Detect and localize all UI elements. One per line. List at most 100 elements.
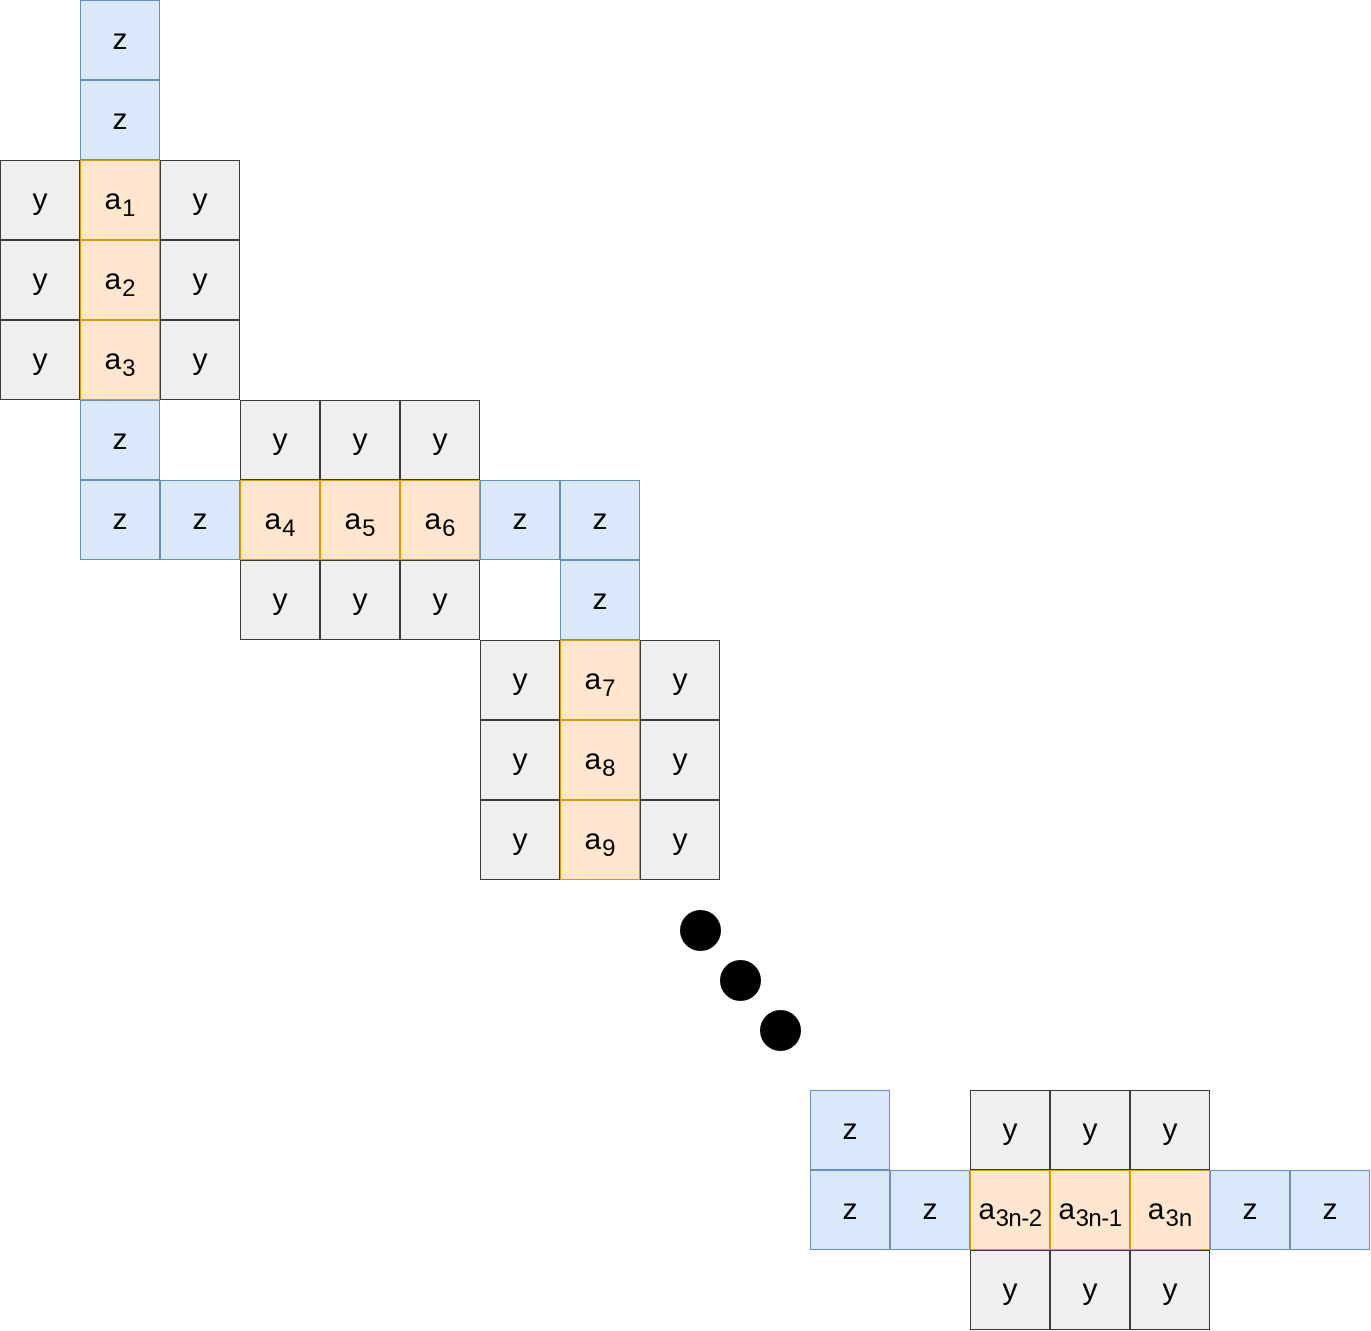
cell-label: z xyxy=(192,503,208,536)
cell-label: z xyxy=(592,583,608,616)
cell-label: y xyxy=(32,343,48,376)
cell-label: z xyxy=(512,503,528,536)
cell-label: y xyxy=(512,663,528,696)
z-cell: z xyxy=(810,1090,890,1170)
cell-label: a xyxy=(344,503,362,536)
cell-label: z xyxy=(842,1113,858,1146)
cell-label: y xyxy=(1082,1113,1098,1146)
z-cell: z xyxy=(890,1170,970,1250)
z-cell: z xyxy=(80,400,160,480)
cell-label: a xyxy=(584,823,602,856)
cell-label: y xyxy=(32,263,48,296)
y-cell: y xyxy=(240,400,320,480)
y-cell: y xyxy=(0,160,80,240)
cell-label: z xyxy=(842,1193,858,1226)
y-cell: y xyxy=(240,560,320,640)
y-cell: y xyxy=(1050,1090,1130,1170)
cell-label: y xyxy=(672,743,688,776)
z-cell: z xyxy=(1290,1170,1370,1250)
cell-label: y xyxy=(1002,1113,1018,1146)
cell-label: a xyxy=(584,663,602,696)
y-cell: y xyxy=(160,320,240,400)
y-cell: y xyxy=(970,1250,1050,1330)
ellipsis-dot xyxy=(720,960,761,1001)
y-cell: y xyxy=(320,400,400,480)
cell-label: z xyxy=(922,1193,938,1226)
cell-label: z xyxy=(592,503,608,536)
cell-subscript: 2 xyxy=(122,275,136,302)
z-cell: z xyxy=(80,80,160,160)
cell-subscript: 8 xyxy=(602,755,616,782)
cell-label: y xyxy=(432,423,448,456)
cell-label: z xyxy=(112,103,128,136)
cell-subscript: 3 xyxy=(122,355,136,382)
cell-label: y xyxy=(672,663,688,696)
z-cell: z xyxy=(810,1170,890,1250)
y-cell: y xyxy=(1130,1090,1210,1170)
cell-label: y xyxy=(192,183,208,216)
y-cell: y xyxy=(160,160,240,240)
cell-subscript: 5 xyxy=(362,515,376,542)
cell-label: y xyxy=(512,823,528,856)
cell-subscript: 9 xyxy=(602,835,616,862)
y-cell: y xyxy=(640,800,720,880)
z-cell: z xyxy=(560,560,640,640)
cell-label: z xyxy=(112,503,128,536)
cell-label: a xyxy=(264,503,282,536)
cell-label: a xyxy=(1058,1193,1075,1226)
y-cell: y xyxy=(0,320,80,400)
cell-label: y xyxy=(1162,1273,1178,1306)
cell-label: y xyxy=(32,183,48,216)
y-cell: y xyxy=(160,240,240,320)
z-cell: z xyxy=(80,480,160,560)
cell-label: y xyxy=(672,823,688,856)
cell-label: y xyxy=(272,423,288,456)
cell-subscript: 4 xyxy=(282,515,296,542)
cell-label: z xyxy=(112,23,128,56)
y-cell: y xyxy=(480,640,560,720)
cell-label: y xyxy=(352,583,368,616)
z-cell: z xyxy=(80,0,160,80)
z-cell: z xyxy=(480,480,560,560)
cell-label: z xyxy=(112,423,128,456)
cell-subscript: 3n-2 xyxy=(995,1205,1043,1232)
ellipsis-dot xyxy=(760,1010,801,1051)
y-cell: y xyxy=(1050,1250,1130,1330)
cell-label: y xyxy=(192,263,208,296)
y-cell: y xyxy=(1130,1250,1210,1330)
cell-label: z xyxy=(1242,1193,1258,1226)
cell-label: a xyxy=(104,183,122,216)
y-cell: y xyxy=(640,640,720,720)
cell-label: y xyxy=(432,583,448,616)
cell-label: a xyxy=(104,263,122,296)
y-cell: y xyxy=(400,560,480,640)
y-cell: y xyxy=(970,1090,1050,1170)
z-cell: z xyxy=(160,480,240,560)
cell-label: y xyxy=(512,743,528,776)
ellipsis-dot xyxy=(680,910,721,951)
cell-label: a xyxy=(584,743,602,776)
cell-label: y xyxy=(352,423,368,456)
cell-label: a xyxy=(104,343,122,376)
cell-label: a xyxy=(1147,1193,1165,1226)
y-cell: y xyxy=(640,720,720,800)
z-cell: z xyxy=(560,480,640,560)
cell-subscript: 7 xyxy=(602,675,616,702)
cell-label: a xyxy=(978,1193,995,1226)
cell-subscript: 6 xyxy=(442,515,456,542)
y-cell: y xyxy=(480,800,560,880)
z-cell: z xyxy=(1210,1170,1290,1250)
cell-label: y xyxy=(192,343,208,376)
cell-subscript: 3n xyxy=(1165,1205,1193,1232)
y-cell: y xyxy=(400,400,480,480)
